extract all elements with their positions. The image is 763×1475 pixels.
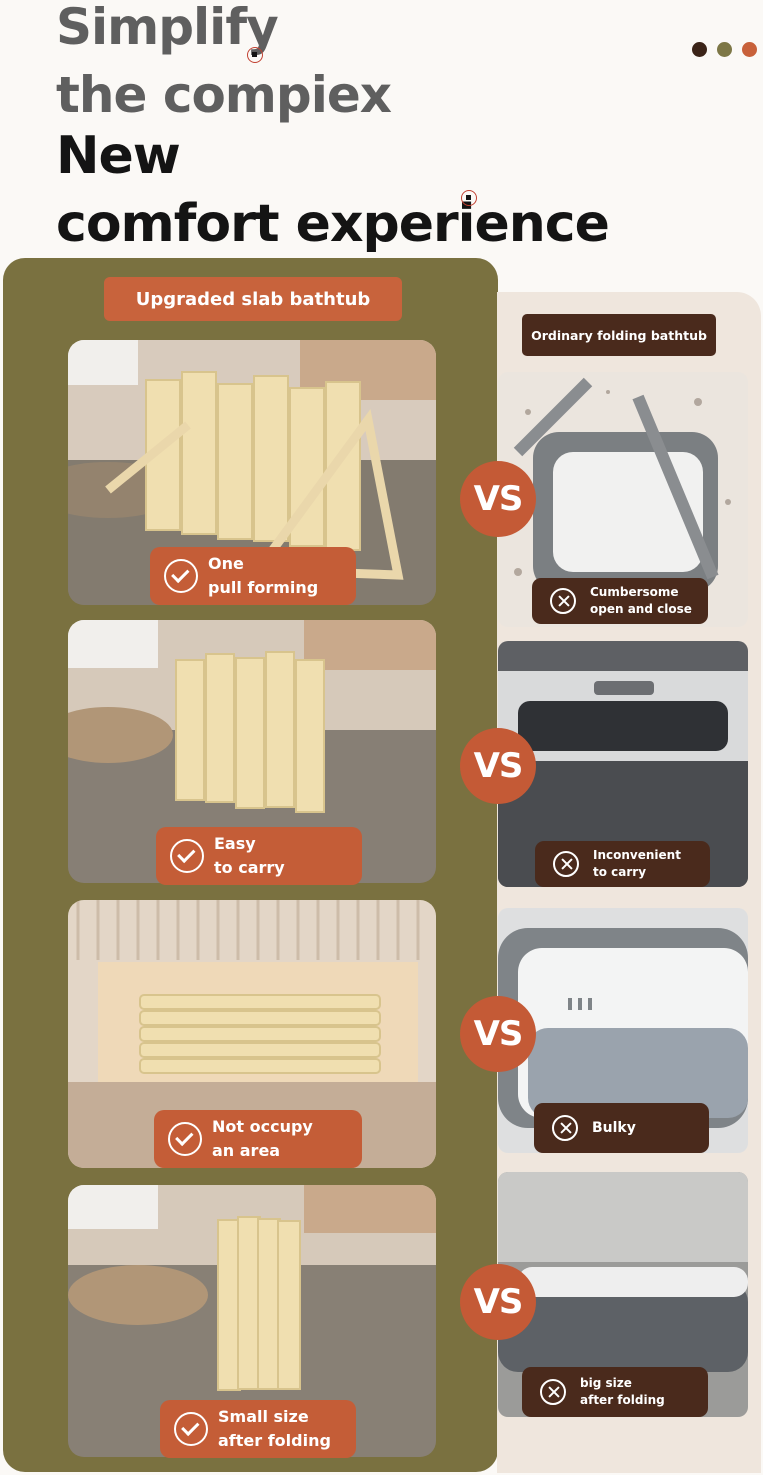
drawback-badge: Cumbersome open and close	[532, 578, 708, 624]
check-circle-icon	[174, 1412, 208, 1446]
vs-badge: VS	[460, 1264, 536, 1340]
drawback-badge: big size after folding	[522, 1367, 708, 1417]
color-swatches	[692, 42, 757, 57]
headline-line-2: the compiex	[56, 66, 392, 124]
swatch-olive[interactable]	[717, 42, 732, 57]
benefit-badge: Small size after folding	[160, 1400, 356, 1458]
target-dot-icon	[247, 47, 263, 63]
benefit-line-1: One	[208, 554, 244, 573]
headline-line-3: New	[56, 126, 181, 186]
check-circle-icon	[168, 1122, 202, 1156]
x-circle-icon	[550, 588, 576, 614]
swatch-orange[interactable]	[742, 42, 757, 57]
check-circle-icon	[164, 559, 198, 593]
check-circle-icon	[170, 839, 204, 873]
x-circle-icon	[552, 1115, 578, 1141]
benefit-line-2: an area	[212, 1141, 281, 1160]
vs-badge: VS	[460, 996, 536, 1072]
photo-ordinary-tub-3	[498, 908, 748, 1153]
benefit-line-2: after folding	[218, 1431, 331, 1450]
benefit-line-2: pull forming	[208, 578, 319, 597]
drawback-line-2: open and close	[590, 602, 692, 616]
headline-line-1: Simplify	[56, 0, 279, 56]
drawback-line-2: after folding	[580, 1393, 665, 1407]
benefit-line-1: Small size	[218, 1407, 309, 1426]
drawback-line-1: Bulky	[592, 1119, 636, 1136]
vs-badge: VS	[460, 461, 536, 537]
target-dot-icon	[461, 190, 477, 206]
x-circle-icon	[553, 851, 579, 877]
benefit-badge: Not occupy an area	[154, 1110, 362, 1168]
benefit-line-1: Not occupy	[212, 1117, 313, 1136]
drawback-badge: Bulky	[534, 1103, 709, 1153]
benefit-badge: One pull forming	[150, 547, 356, 605]
swatch-dark-brown[interactable]	[692, 42, 707, 57]
drawback-line-1: Inconvenient	[593, 848, 681, 862]
upgraded-label: Upgraded slab bathtub	[104, 277, 402, 321]
ordinary-label: Ordinary folding bathtub	[522, 314, 716, 356]
headline-line-4: comfort experience	[56, 194, 610, 254]
drawback-line-2: to carry	[593, 865, 647, 879]
benefit-line-1: Easy	[214, 834, 256, 853]
benefit-line-2: to carry	[214, 858, 285, 877]
photo-slab-tub-folded	[68, 1185, 436, 1457]
drawback-line-1: big size	[580, 1376, 632, 1390]
drawback-line-1: Cumbersome	[590, 585, 679, 599]
benefit-badge: Easy to carry	[156, 827, 362, 885]
x-circle-icon	[540, 1379, 566, 1405]
vs-badge: VS	[460, 728, 536, 804]
drawback-badge: Inconvenient to carry	[535, 841, 710, 887]
